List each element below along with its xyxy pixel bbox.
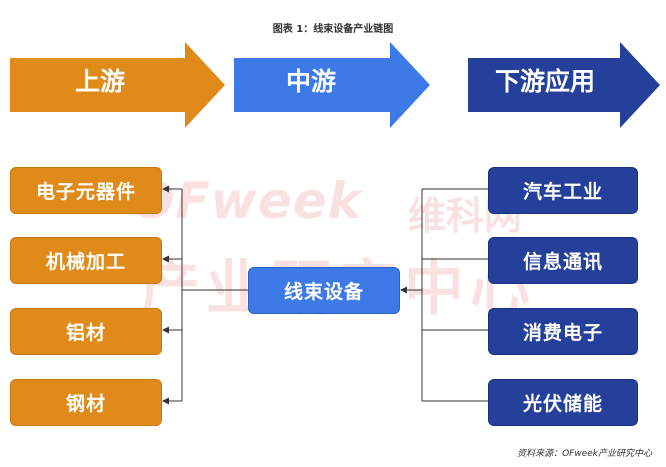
upstream-box-1: 电子元器件	[10, 167, 162, 214]
stage-label-downstream: 下游应用	[494, 67, 595, 96]
upstream-arrow	[10, 42, 225, 128]
stage-label-upstream: 上游	[74, 67, 125, 96]
downstream-box-3: 消费电子	[488, 308, 638, 355]
upstream-box-2: 机械加工	[10, 237, 162, 284]
downstream-arrow	[468, 42, 660, 128]
stage-arrows	[10, 42, 660, 128]
downstream-box-2: 信息通讯	[488, 237, 638, 284]
upstream-box-4: 钢材	[10, 379, 162, 426]
downstream-box-4: 光伏储能	[488, 379, 638, 426]
watermark-logo: OFweek	[132, 172, 362, 230]
source-note: 资料来源：OFweek产业研究中心	[517, 449, 652, 459]
center-box: 线束设备	[248, 267, 400, 314]
chart-title: 图表 1：线束设备产业链图	[272, 24, 394, 35]
downstream-box-1: 汽车工业	[488, 167, 638, 214]
upstream-box-3: 铝材	[10, 308, 162, 355]
stage-label-midstream: 中游	[285, 67, 336, 96]
midstream-arrow	[234, 42, 430, 128]
